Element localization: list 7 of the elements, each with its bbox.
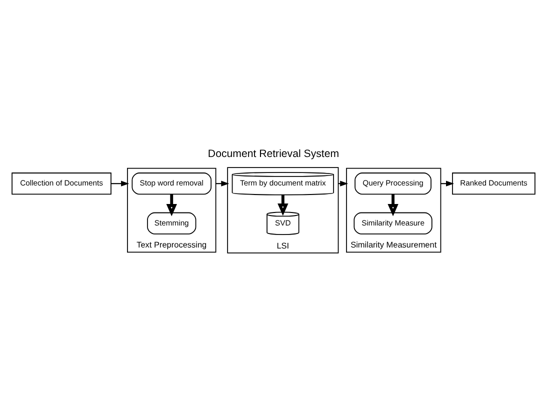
arrow: [166, 194, 177, 216]
arrow: [278, 194, 288, 216]
arrow: [388, 194, 398, 216]
arrow: [440, 180, 454, 186]
arrow: [110, 180, 130, 186]
diagram-title: Document Retrieval System: [208, 148, 340, 160]
arrow: [216, 180, 230, 186]
